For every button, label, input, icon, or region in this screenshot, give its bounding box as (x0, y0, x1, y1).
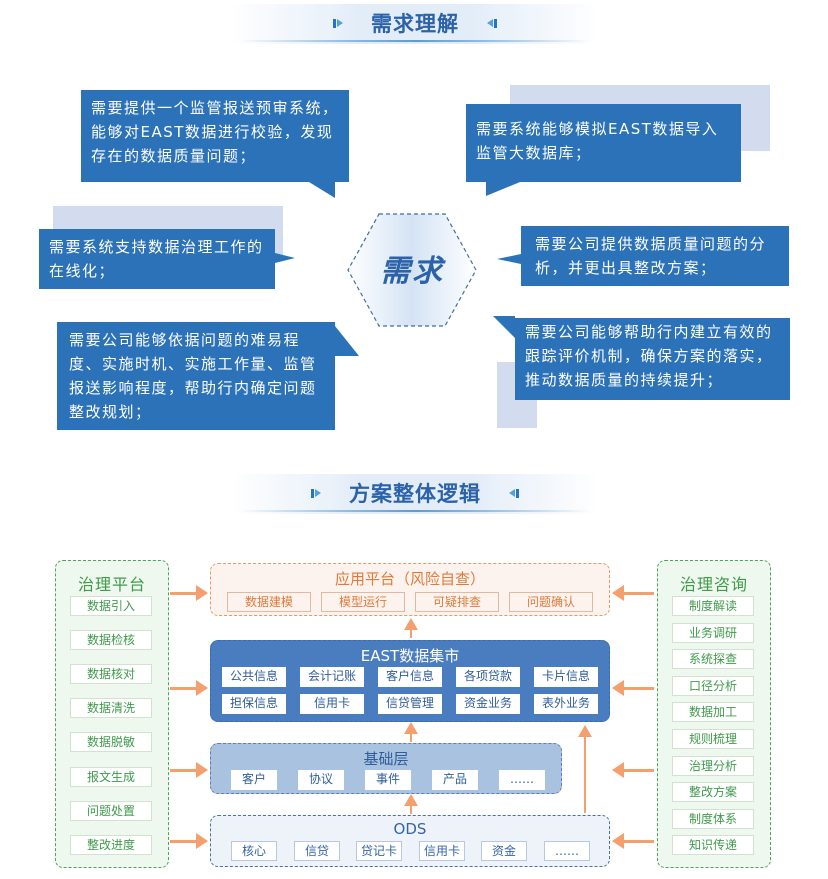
arrow-left-icon (612, 585, 654, 601)
east-item: 表外业务 (534, 694, 598, 714)
consulting-item: 数据加工 (672, 702, 754, 722)
east-item: 担保信息 (222, 694, 286, 714)
arrow-left-icon (612, 680, 654, 696)
ods-item: 信贷 (294, 841, 340, 861)
panel-title: 治理平台 (77, 575, 146, 594)
arrow-right-icon (170, 680, 208, 696)
east-data-mart-layer: EAST数据集市 公共信息 会计记账 客户信息 各项贷款 卡片信息 担保信息 信… (210, 640, 610, 722)
demand-bubble-text: 需要提供一个监管报送预审系统，能够对EAST数据进行校验，发现存在的数据质量问题… (91, 99, 339, 165)
base-item: 事件 (365, 770, 411, 790)
arrow-left-icon (612, 833, 654, 849)
section-title-text: 需求理解 (371, 12, 459, 36)
base-item: 客户 (231, 770, 277, 790)
east-item: 公共信息 (222, 667, 286, 687)
application-platform-layer: 应用平台（风险自查） 数据建模 模型运行 可疑排查 问题确认 (210, 563, 610, 616)
east-item: 卡片信息 (534, 667, 598, 687)
demand-bubble-5: 需要公司能够依据问题的难易程度、实施时机、实施工作量、监管报送影响程度，帮助行内… (57, 322, 359, 430)
app-item: 问题确认 (509, 592, 593, 612)
platform-item: 问题处置 (70, 801, 152, 821)
base-layer: 基础层 客户 协议 事件 产品 …… (210, 743, 562, 794)
layer-title: 基础层 (363, 750, 409, 768)
layer-title: 应用平台（风险自查） (334, 570, 485, 588)
triangle-right-icon (311, 487, 323, 499)
bubble-tail (493, 316, 515, 338)
panel-title: 治理咨询 (679, 575, 748, 594)
demand-bubble-text: 需要公司能够帮助行内建立有效的跟踪评价机制，确保方案的落实，推动数据质量的持续提… (525, 323, 773, 389)
bubble-tail (275, 253, 295, 263)
platform-item: 数据清洗 (70, 698, 152, 718)
east-item: 信贷管理 (378, 694, 442, 714)
arrow-right-icon (170, 833, 208, 849)
east-item: 信用卡 (300, 694, 364, 714)
app-item: 可疑排查 (415, 592, 499, 612)
platform-item: 报文生成 (70, 767, 152, 787)
consulting-item: 制度解读 (672, 596, 754, 616)
east-item: 资金业务 (456, 694, 520, 714)
consulting-item: 治理分析 (672, 756, 754, 776)
east-item: 各项贷款 (456, 667, 520, 687)
demand-bubble-text: 需要公司能够依据问题的难易程度、实施时机、实施工作量、监管报送影响程度，帮助行内… (69, 331, 317, 421)
east-item: 会计记账 (300, 667, 364, 687)
governance-consulting-panel: 治理咨询 制度解读 业务调研 系统探查 口径分析 数据加工 规则梳理 治理分析 … (657, 560, 771, 868)
section-title-text: 方案整体逻辑 (349, 482, 481, 506)
app-item: 数据建模 (227, 592, 311, 612)
demand-hexagon (347, 213, 477, 327)
triangle-right-icon (333, 17, 345, 29)
demand-bubble-6: 需要公司能够帮助行内建立有效的跟踪评价机制，确保方案的落实，推动数据质量的持续提… (493, 316, 790, 400)
ods-item: 核心 (231, 841, 277, 861)
base-item: 协议 (298, 770, 344, 790)
demand-bubble-text: 需要系统能够模拟EAST数据导入监管大数据库； (476, 120, 719, 162)
arrow-right-icon (170, 585, 208, 601)
consulting-item: 口径分析 (672, 676, 754, 696)
arrow-right-icon (170, 762, 208, 778)
section-title-demand: 需求理解 (230, 4, 600, 44)
arrow-up-icon (404, 794, 418, 814)
base-item: 产品 (432, 770, 478, 790)
demand-bubble-1: 需要提供一个监管报送预审系统，能够对EAST数据进行校验，发现存在的数据质量问题… (81, 90, 349, 198)
demand-bubble-text: 需要公司提供数据质量问题的分析，并更出具整改方案； (535, 235, 767, 277)
bubble-tail (335, 326, 359, 356)
bubble-tail (486, 182, 520, 196)
consulting-item: 规则梳理 (672, 729, 754, 749)
governance-platform-panel: 治理平台 数据引入 数据检核 数据核对 数据清洗 数据脱敏 报文生成 问题处置 … (55, 560, 169, 868)
arrow-up-icon (404, 618, 418, 638)
ods-item: 贷记卡 (356, 841, 402, 861)
platform-item: 数据检核 (70, 630, 152, 650)
ods-layer: ODS 核心 信贷 贷记卡 信用卡 资金 …… (210, 815, 610, 867)
demand-bubble-3: 需要系统支持数据治理工作的在线化； (39, 229, 295, 289)
arrow-up-icon (404, 722, 418, 742)
east-item: 客户信息 (378, 667, 442, 687)
triangle-left-icon (485, 17, 497, 29)
consulting-item: 制度体系 (672, 809, 754, 829)
platform-item: 数据引入 (70, 596, 152, 616)
consulting-item: 知识传递 (672, 835, 754, 855)
layer-title: EAST数据集市 (360, 647, 460, 665)
platform-item: 整改进度 (70, 835, 152, 855)
demand-center-label: 需求 (380, 254, 444, 289)
platform-item: 数据核对 (70, 664, 152, 684)
bubble-tail (309, 182, 335, 198)
consulting-item: 整改方案 (672, 782, 754, 802)
ods-item: 资金 (481, 841, 527, 861)
arrow-left-icon (612, 762, 654, 778)
ods-item: …… (544, 841, 590, 861)
triangle-left-icon (507, 487, 519, 499)
demand-bubble-2: 需要系统能够模拟EAST数据导入监管大数据库； (466, 104, 741, 196)
platform-item: 数据脱敏 (70, 732, 152, 752)
demand-bubble-4: 需要公司提供数据质量问题的分析，并更出具整改方案； (497, 226, 789, 286)
section-title-solution: 方案整体逻辑 (230, 474, 600, 514)
ods-item: 信用卡 (419, 841, 465, 861)
app-item: 模型运行 (321, 592, 405, 612)
consulting-item: 业务调研 (672, 623, 754, 643)
demand-bubble-text: 需要系统支持数据治理工作的在线化； (49, 238, 264, 280)
base-item: …… (499, 770, 545, 790)
arrow-up-icon (578, 725, 592, 813)
layer-title: ODS (393, 820, 427, 838)
consulting-item: 系统探查 (672, 649, 754, 669)
bubble-tail (497, 254, 521, 264)
